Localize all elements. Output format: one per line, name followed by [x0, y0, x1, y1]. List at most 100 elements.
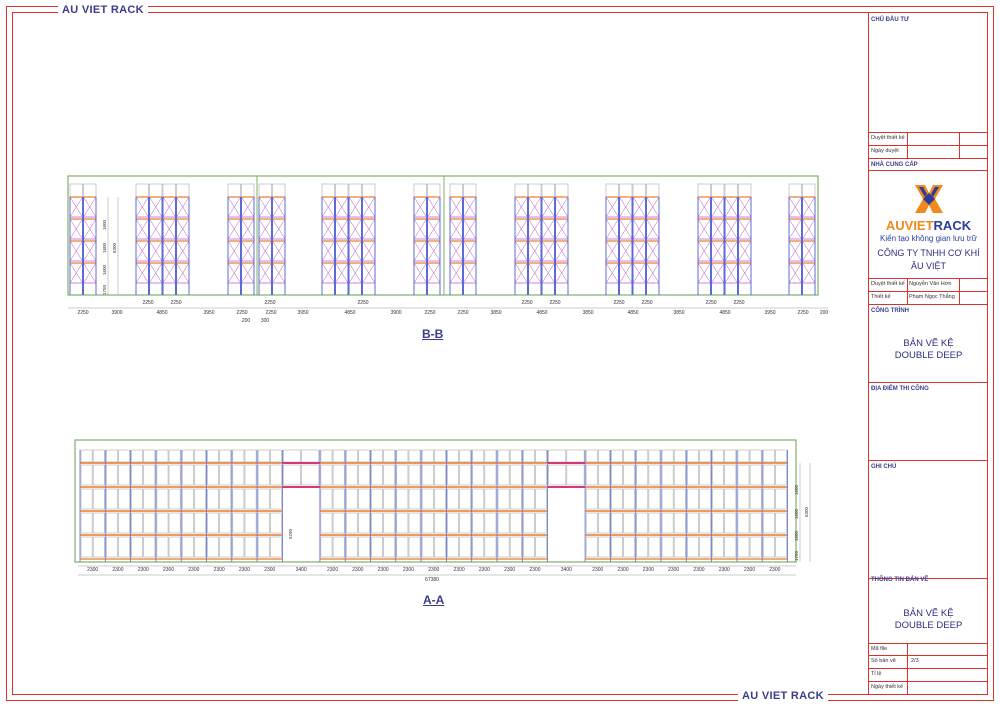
divider: [907, 278, 908, 304]
pallet-top: [135, 183, 149, 198]
pallet-top: [737, 449, 750, 463]
dimension-label: 5290: [288, 528, 293, 539]
rack-brace: [149, 240, 163, 262]
pallet-top: [472, 449, 485, 463]
pallet: [194, 536, 206, 558]
pallet: [408, 464, 421, 486]
rack-brace: [362, 262, 376, 284]
pallet-top: [232, 449, 245, 463]
dimension-label: 2300: [719, 567, 730, 573]
project-line2: DOUBLE DEEP: [894, 350, 963, 361]
pallet-top: [699, 449, 711, 463]
divider: [869, 460, 988, 461]
rack-brace: [449, 262, 463, 284]
company-logo-icon: [915, 185, 943, 213]
pallet-top: [555, 183, 569, 198]
rack-brace: [711, 218, 725, 240]
rack-brace: [632, 218, 646, 240]
dimension-label: 2250: [424, 310, 435, 316]
pallet: [648, 488, 661, 510]
pallet: [358, 488, 370, 510]
pallet-top: [92, 449, 105, 463]
pallet: [207, 464, 219, 486]
file-label: Mã file: [871, 646, 888, 652]
dimension-label: 2300: [668, 567, 679, 573]
pallet-top: [83, 183, 97, 198]
pallet: [472, 536, 485, 558]
owner-header: CHỦ ĐẦU TƯ: [871, 17, 909, 23]
pallet: [598, 488, 610, 510]
rack-brace: [711, 240, 725, 262]
dimension-label: 2250: [77, 310, 88, 316]
rack-brace: [619, 240, 633, 262]
pallet-top: [320, 449, 333, 463]
pallet-top: [775, 449, 787, 463]
rack-brace: [632, 262, 646, 284]
rack-brace: [176, 218, 190, 240]
pallet: [497, 512, 510, 534]
pallet-top: [358, 449, 370, 463]
rack-brace: [619, 218, 633, 240]
pallet: [244, 464, 257, 486]
pallet-top: [106, 449, 118, 463]
rack-brace: [258, 240, 272, 262]
divider: [869, 291, 988, 292]
pallet: [566, 464, 585, 486]
dimension-label: 2300: [378, 567, 389, 573]
pallet: [447, 464, 459, 486]
dimension-label: 2300: [239, 567, 250, 573]
pallet: [257, 536, 270, 558]
pallet: [484, 464, 497, 486]
pallet: [699, 512, 711, 534]
pallet-top: [362, 183, 376, 198]
dimension-label: 1600: [794, 508, 799, 519]
pallet-top: [541, 183, 555, 198]
notes-header: GHI CHÚ: [871, 464, 897, 470]
pallet: [535, 464, 547, 486]
pallet: [371, 488, 383, 510]
rack-brace: [258, 196, 272, 218]
pallet: [775, 488, 787, 510]
dimension-label: 2300: [643, 567, 654, 573]
pallet: [611, 464, 623, 486]
pallet: [661, 488, 674, 510]
pallet: [749, 512, 762, 534]
pallet: [143, 488, 156, 510]
pallet: [623, 536, 635, 558]
rack-brace: [258, 218, 272, 240]
pallet: [447, 536, 459, 558]
divider: [869, 643, 988, 644]
pallet: [699, 464, 711, 486]
pallet: [724, 464, 737, 486]
pallet-top: [762, 449, 775, 463]
building-outline: [67, 175, 819, 296]
pallet: [636, 488, 649, 510]
pallet: [131, 536, 144, 558]
pallet: [371, 464, 383, 486]
pallet: [396, 536, 409, 558]
divider: [869, 382, 988, 383]
dimension-label: 3400: [561, 567, 572, 573]
pallet: [648, 512, 661, 534]
pallet-top: [497, 449, 510, 463]
pallet-top: [673, 449, 686, 463]
pallet-top: [181, 449, 194, 463]
pallet: [497, 488, 510, 510]
pallet-top: [648, 449, 661, 463]
pallet: [434, 536, 446, 558]
pallet: [623, 488, 635, 510]
designer-value: Phạm Ngọc Thắng: [909, 294, 955, 300]
pallet: [648, 464, 661, 486]
dimension-label: 2300: [592, 567, 603, 573]
divider: [959, 278, 960, 304]
rack-brace: [449, 196, 463, 218]
rack-brace: [697, 196, 711, 218]
dimension-label: 2300: [529, 567, 540, 573]
pallet: [207, 536, 219, 558]
rack-brace: [605, 262, 619, 284]
sheet-label: Số bản vẽ: [871, 658, 896, 664]
pallet: [383, 536, 396, 558]
pallet-top: [548, 449, 567, 463]
dimension-label: 2300: [352, 567, 363, 573]
rack-brace: [449, 218, 463, 240]
